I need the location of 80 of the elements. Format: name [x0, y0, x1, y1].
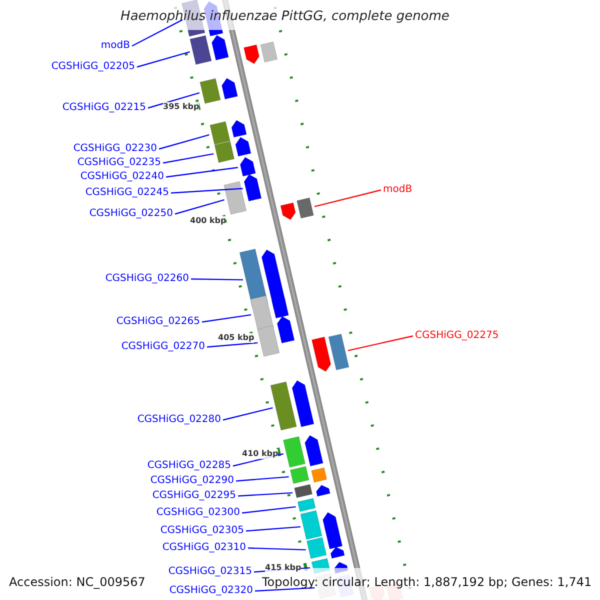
- leader-line: [246, 526, 300, 532]
- gene-bar: [294, 484, 313, 498]
- leader-line: [238, 492, 293, 497]
- scale-label: 415 kbp: [265, 563, 302, 573]
- gene-bar: [306, 537, 327, 559]
- leader-line: [174, 199, 225, 215]
- leader-line: [158, 134, 210, 150]
- gene-bar: [250, 295, 274, 331]
- gene-feature: [316, 484, 330, 497]
- gene-label: CGSHiGG_02285: [147, 460, 231, 472]
- gene-label: CGSHiGG_02235: [77, 157, 161, 169]
- gene-label: CGSHiGG_02230: [73, 143, 157, 155]
- gene-label: CGSHiGG_02275: [415, 330, 499, 342]
- gene-feature: [330, 546, 345, 559]
- gene-feature: [244, 174, 262, 202]
- gene-bar: [290, 466, 310, 484]
- gene-label: modB: [383, 184, 412, 196]
- gene-label: CGSHiGG_02215: [62, 102, 146, 114]
- gene-feature: [280, 202, 296, 220]
- leader-line: [190, 278, 243, 280]
- gene-label: CGSHiGG_02320: [169, 585, 253, 597]
- gene-feature: [240, 156, 256, 177]
- leader-line: [206, 342, 258, 348]
- gene-feature: [235, 136, 252, 157]
- gene-bar: [210, 121, 230, 145]
- gene-bar: [257, 325, 280, 357]
- gene-label: CGSHiGG_02265: [116, 316, 200, 328]
- gene-bar: [260, 41, 278, 63]
- gene-label: CGSHiGG_02290: [150, 475, 234, 487]
- leader-line: [162, 153, 214, 164]
- gene-bar: [224, 181, 247, 215]
- gene-label: CGSHiGG_02300: [156, 507, 240, 519]
- gene-feature: [311, 336, 332, 372]
- gene-label: modB: [100, 40, 130, 52]
- gene-bar: [311, 467, 328, 483]
- scale-label: 410 kbp: [242, 449, 278, 459]
- leader-line: [166, 166, 238, 178]
- info-text: Accession: NC_009567: [9, 575, 146, 589]
- gene-feature: [243, 44, 260, 64]
- leader-line: [132, 19, 183, 47]
- gene-feature: [292, 380, 314, 428]
- leader-line: [254, 587, 315, 592]
- leader-line: [148, 92, 200, 109]
- scale-label: 395 kbp: [163, 102, 200, 112]
- gene-feature: [211, 34, 229, 60]
- leader-line: [170, 188, 243, 194]
- leader-line: [242, 506, 296, 514]
- gene-label: CGSHiGG_02315: [168, 566, 252, 578]
- gene-feature: [221, 78, 238, 100]
- gene-label: CGSHiGG_02310: [162, 542, 246, 554]
- gene-label: CGSHiGG_02270: [121, 341, 205, 353]
- gene-bar: [297, 498, 316, 512]
- gene-label: CGSHiGG_02305: [160, 525, 244, 537]
- gene-label: CGSHiGG_02245: [85, 187, 169, 199]
- leader-line: [136, 51, 190, 68]
- gene-bar: [296, 197, 314, 219]
- gene-bar: [214, 141, 235, 163]
- gene-label: CGSHiGG_02260: [105, 273, 189, 285]
- gene-bar: [328, 334, 350, 370]
- gene-label: CGSHiGG_02205: [51, 61, 135, 73]
- leader-line: [314, 189, 382, 208]
- leader-line: [248, 547, 306, 550]
- gene-feature: [276, 316, 295, 344]
- gene-label: CGSHiGG_02250: [89, 208, 173, 220]
- leader-line: [222, 407, 273, 421]
- gene-feature: [231, 120, 247, 138]
- leader-line: [236, 476, 289, 482]
- scale-label: 405 kbp: [218, 333, 254, 343]
- gene-bar: [190, 35, 212, 65]
- leader-line: [348, 335, 414, 352]
- info-text: Topology: circular; Length: 1,887,192 bp; Genes: 1,741: [262, 575, 592, 589]
- gene-feature: [304, 435, 324, 466]
- scale-label: 400 kbp: [190, 216, 226, 226]
- leader-line: [202, 314, 252, 323]
- gene-feature: [272, 292, 289, 318]
- gene-label: CGSHiGG_02240: [80, 171, 164, 183]
- gene-label: CGSHiGG_02295: [152, 490, 236, 502]
- title: Haemophilus influenzae PittGG, complete genome: [120, 10, 450, 24]
- gene-label: CGSHiGG_02280: [137, 414, 221, 426]
- gene-bar: [270, 381, 297, 431]
